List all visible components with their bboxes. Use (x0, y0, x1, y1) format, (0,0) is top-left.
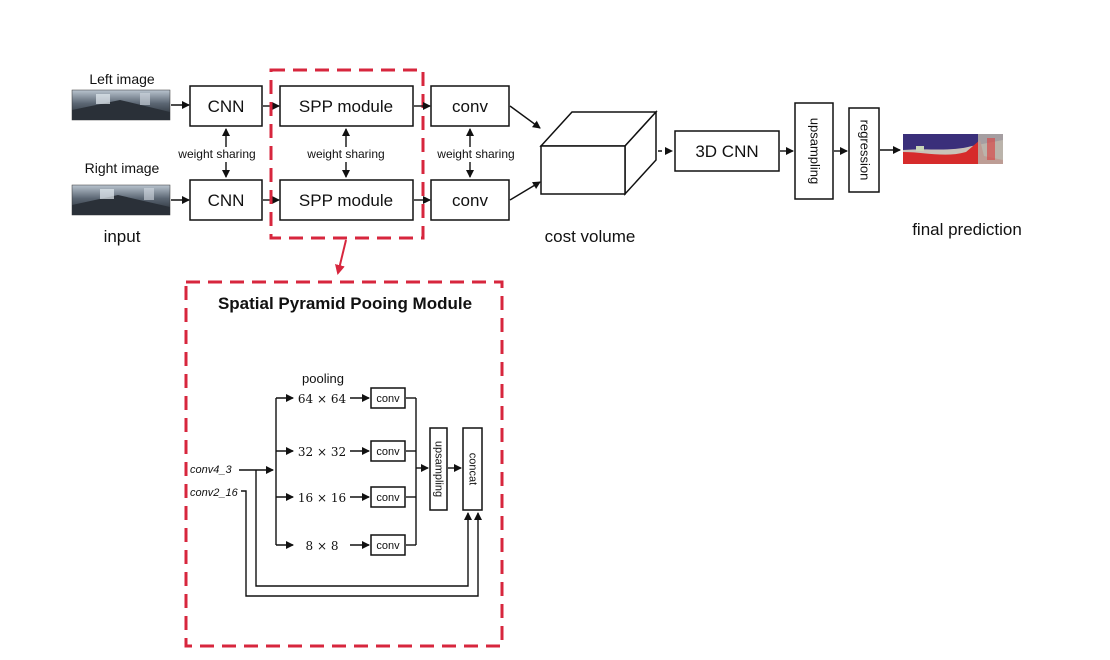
right-image-label: Right image (85, 160, 160, 176)
regression-label: regression (858, 120, 873, 181)
spp-conv-box-3 (370, 486, 406, 508)
cnn-top-label: CNN (208, 97, 245, 116)
conv4-3-skip-connection (255, 470, 472, 587)
conv-bottom-box (430, 179, 510, 221)
spp-zoom-arrow (335, 239, 347, 275)
spp-module-bottom-box (279, 179, 414, 221)
spp-conv-box-2 (370, 440, 406, 462)
spp-conv-label-1: conv (376, 393, 400, 405)
conv4-3-input-label: conv4_3 (190, 464, 232, 476)
regression-box (848, 107, 880, 193)
input-label: input (104, 227, 141, 246)
cnn3d-label: 3D CNN (695, 142, 758, 161)
spp-detail-frame (184, 280, 504, 648)
spp-upsampling-label: upsampling (433, 441, 445, 497)
concat-label: concat (467, 453, 479, 485)
left-image-thumbnail (71, 89, 171, 121)
spp-upsampling-box (429, 427, 448, 511)
cnn3d-box (674, 130, 780, 172)
concat-box (462, 427, 483, 511)
conv-bottom-label: conv (452, 191, 488, 210)
arrow-conv-bottom-to-cost-volume (509, 181, 541, 201)
right-image-thumbnail (71, 184, 171, 216)
spp-conv-box-4 (370, 534, 406, 556)
conv-top-label: conv (452, 97, 488, 116)
spp-weight-sharing-label: weight sharing (306, 147, 384, 161)
spp-module-top-box (279, 85, 414, 127)
cost-volume-label: cost volume (545, 227, 636, 246)
conv2-16-skip-connection (241, 490, 482, 597)
spp-conv-label-4: conv (376, 540, 400, 552)
arrow-conv-top-to-cost-volume (509, 105, 541, 129)
pooling-label: pooling (302, 371, 344, 386)
spp-detail-title: Spatial Pyramid Pooing Module (218, 294, 472, 313)
left-image-label: Left image (89, 71, 155, 87)
pool-size-64-label: 64 × 64 (298, 392, 347, 406)
conv-weight-sharing-label: weight sharing (436, 147, 514, 161)
upsampling-label: upsampling (808, 118, 823, 185)
cost-volume-cube (539, 110, 658, 196)
spp-module-bottom-label: SPP module (299, 191, 393, 210)
spp-conv-label-2: conv (376, 446, 400, 458)
pool-size-8-label: 8 × 8 (306, 539, 339, 553)
pool-size-32-label: 32 × 32 (298, 445, 346, 459)
spp-conv-label-3: conv (376, 492, 400, 504)
cnn-weight-sharing-label: weight sharing (177, 147, 255, 161)
cnn-top-box (189, 85, 263, 127)
spp-highlight-frame (269, 68, 425, 240)
spp-conv-box-1 (370, 387, 406, 409)
final-prediction-label: final prediction (912, 220, 1022, 239)
cnn-bottom-label: CNN (208, 191, 245, 210)
pool-size-16-label: 16 × 16 (298, 491, 346, 505)
conv2-16-input-label: conv2_16 (190, 487, 239, 499)
upsampling-box (794, 102, 834, 200)
spp-module-top-label: SPP module (299, 97, 393, 116)
final-prediction-image (903, 134, 1003, 164)
cnn-bottom-box (189, 179, 263, 221)
conv-top-box (430, 85, 510, 127)
